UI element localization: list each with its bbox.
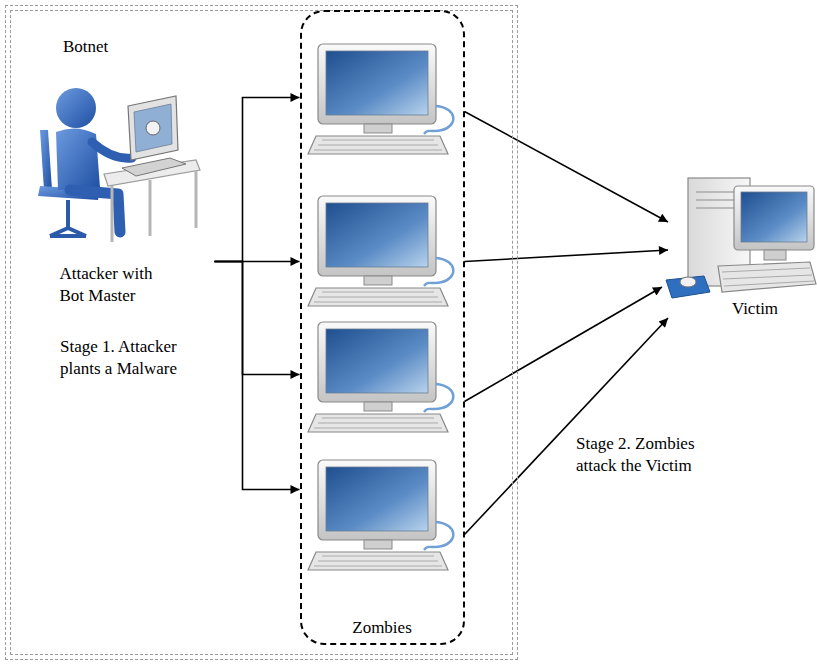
illustration-part [146,121,160,135]
illustration-part [741,192,807,242]
attacker-node: Attacker with Bot Master [25,75,215,311]
illustration-part [722,268,814,286]
node-label: Botnet [63,36,183,58]
illustration-part [112,170,196,242]
botnet-region: Attacker with Bot MasterZombies Botnet [5,5,518,660]
victim-computer [666,178,816,298]
node-label: Victim [695,298,815,320]
connector-line [215,262,300,375]
illustration-part [734,186,814,250]
node-label: Zombies [302,617,463,639]
stage-note: Stage 2. Zombies attack the Victim [576,433,728,477]
illustration-part [40,130,52,190]
illustration-part [308,322,453,432]
zombies-group: Zombies [300,10,465,645]
illustration-part [56,88,96,128]
connector-line [215,262,300,490]
illustration-part [50,200,86,236]
connector-line [465,250,669,262]
illustration-part [308,196,453,306]
illustration-part [128,96,178,160]
connector-arrow [215,98,300,490]
connector-line [465,287,663,402]
illustration-part [92,142,132,158]
illustration-part [308,460,453,570]
attacker-figure [38,88,200,242]
illustration-part [122,158,186,176]
illustration-part [56,128,100,190]
illustration-part [718,262,816,292]
illustration-part [134,104,172,152]
illustration-part [666,276,710,298]
zombie-computers [308,44,453,570]
stage-note: Stage 1. Attacker plants a Malware [60,336,210,380]
connector-line [465,112,669,223]
connector-line [215,98,300,262]
illustration-part [308,44,453,154]
node-label: Attacker with Bot Master [60,263,172,307]
victim-node: Victim [655,170,815,325]
illustration-part [680,277,696,287]
illustration-part [764,250,786,260]
connector-line [465,318,669,535]
